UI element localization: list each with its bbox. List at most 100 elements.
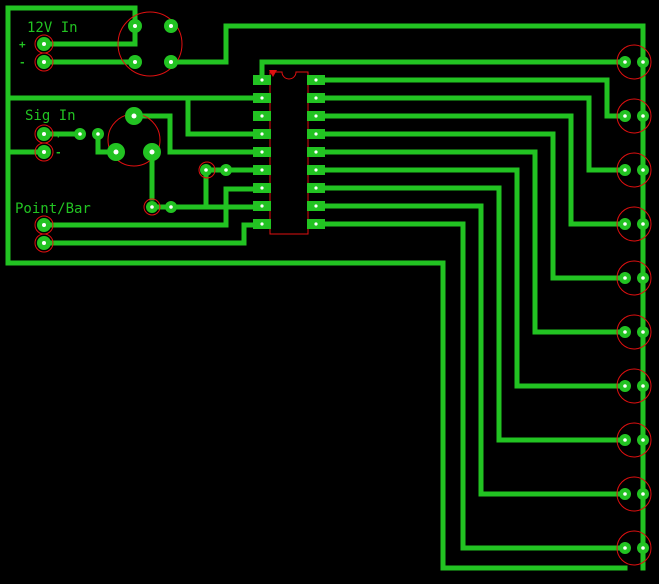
trace-led6 [313,149,628,335]
mode-select-label: Point/Bar [15,201,91,217]
signal-in-label: Sig In [25,108,76,124]
drill-hole [623,60,627,64]
drill-hole [260,222,264,226]
drill-hole [96,132,100,136]
drill-hole [314,222,318,226]
drill-hole [314,150,318,154]
power-plus-sign: + [19,38,26,51]
drill-hole [314,78,318,82]
drill-hole [623,222,627,226]
led-outline [616,260,652,296]
drill-hole [641,60,645,64]
trace-led5 [313,131,628,281]
trace-pot-wiper [131,113,265,155]
signal-plus-sign: + [55,128,62,141]
drill-hole [169,60,173,64]
drill-hole [42,60,46,64]
drill-hole [641,492,645,496]
drill-hole [113,149,119,155]
drill-hole [42,150,46,154]
drill-hole [641,168,645,172]
led-outlines [616,44,652,566]
ic-holes [260,78,318,226]
trace-led8 [313,185,628,443]
power-in-label: 12V In [27,20,78,36]
drill-hole [260,132,264,136]
drill-hole [314,96,318,100]
trace-led4 [313,113,628,227]
drill-hole [131,113,137,119]
drill-hole [623,546,627,550]
signal-minus-sign: - [55,146,62,159]
connector-outline [34,233,54,253]
led-outline [616,476,652,512]
drill-hole [641,222,645,226]
component-outlines [34,11,652,566]
drill-hole [204,168,208,172]
drill-hole [623,438,627,442]
led-outline [616,368,652,404]
led-outline [616,98,652,134]
connector-outline [34,142,54,162]
pin1-marker [269,70,277,77]
drill-hole [42,132,46,136]
trace-led7 [313,167,628,389]
trace-led2 [313,77,628,119]
drill-hole [260,78,264,82]
resistor-outline [143,198,161,216]
drill-hole [314,168,318,172]
trace-regulator-out [168,23,646,65]
drill-hole [314,204,318,208]
led-outline [616,314,652,350]
drill-hole [42,223,46,227]
drill-hole [224,168,228,172]
drill-hole [260,150,264,154]
drill-hole [78,132,82,136]
drill-hole [623,384,627,388]
drill-hole [641,276,645,280]
trace-pin3 [185,95,265,137]
copper-pads [37,19,649,554]
led-outline [616,152,652,188]
led-outline [616,422,652,458]
drill-hole [260,168,264,172]
led-outline [616,530,652,566]
drill-hole [133,60,137,64]
connector-outline [34,52,54,72]
silkscreen-labels: 12V In + - Sig In + - Point/Bar [15,20,91,217]
ic-outline [269,71,309,235]
drill-hole [623,168,627,172]
drill-hole [641,114,645,118]
trace-pin1-led1 [259,59,628,83]
trace-mode-b [41,222,265,246]
copper-traces [5,5,646,571]
drill-hole [42,241,46,245]
trace-mode-a [41,186,265,228]
drill-hole [623,114,627,118]
drill-hole [133,24,137,28]
drill-hole [314,114,318,118]
drill-hole [260,186,264,190]
drill-hole [641,438,645,442]
drill-hole [641,546,645,550]
trace-led10 [313,221,628,551]
led-outline [616,206,652,242]
drill-hole [260,114,264,118]
round-pads [37,19,649,554]
drill-hole [42,42,46,46]
resistor-outline [198,161,216,179]
drill-hole [314,132,318,136]
drill-hole [623,330,627,334]
trace-led3 [313,95,628,173]
drill-hole [150,205,154,209]
led-outline [616,44,652,80]
drill-hole [623,276,627,280]
drill-hole [260,204,264,208]
drill-hole [641,384,645,388]
trace-led9 [313,203,628,497]
power-minus-sign: - [19,56,26,69]
drill-hole [641,330,645,334]
drill-hole [314,186,318,190]
round-pad-holes [42,24,645,550]
